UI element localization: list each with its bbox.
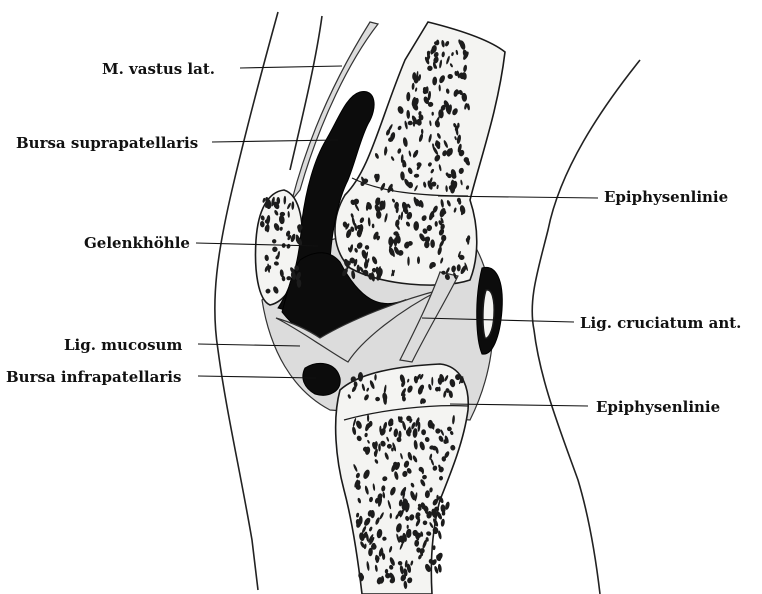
label-epiphysenlinie-upper: Epiphysenlinie: [604, 188, 728, 206]
spongiosa-speck: [417, 256, 420, 264]
label-mucosum: Lig. mucosum: [64, 336, 182, 354]
spongiosa-speck: [370, 510, 375, 518]
label-cruciatum: Lig. cruciatum ant.: [580, 314, 741, 332]
leader-vastus: [240, 66, 342, 68]
vastus-fascia: [290, 16, 322, 170]
label-gelenkhoehle: Gelenkhöhle: [84, 234, 190, 252]
tibia: [336, 364, 469, 594]
leader-suprapatellaris: [212, 140, 338, 142]
label-infrapatellaris: Bursa infrapatellaris: [6, 368, 181, 386]
spongiosa-speck: [440, 518, 445, 526]
spongiosa-speck: [262, 198, 266, 203]
label-epiphysenlinie-lower: Epiphysenlinie: [596, 398, 720, 416]
spongiosa-speck: [407, 257, 409, 266]
label-vastus: M. vastus lat.: [102, 60, 215, 78]
label-suprapatellaris: Bursa suprapatellaris: [16, 134, 198, 152]
spongiosa-speck: [431, 377, 433, 386]
